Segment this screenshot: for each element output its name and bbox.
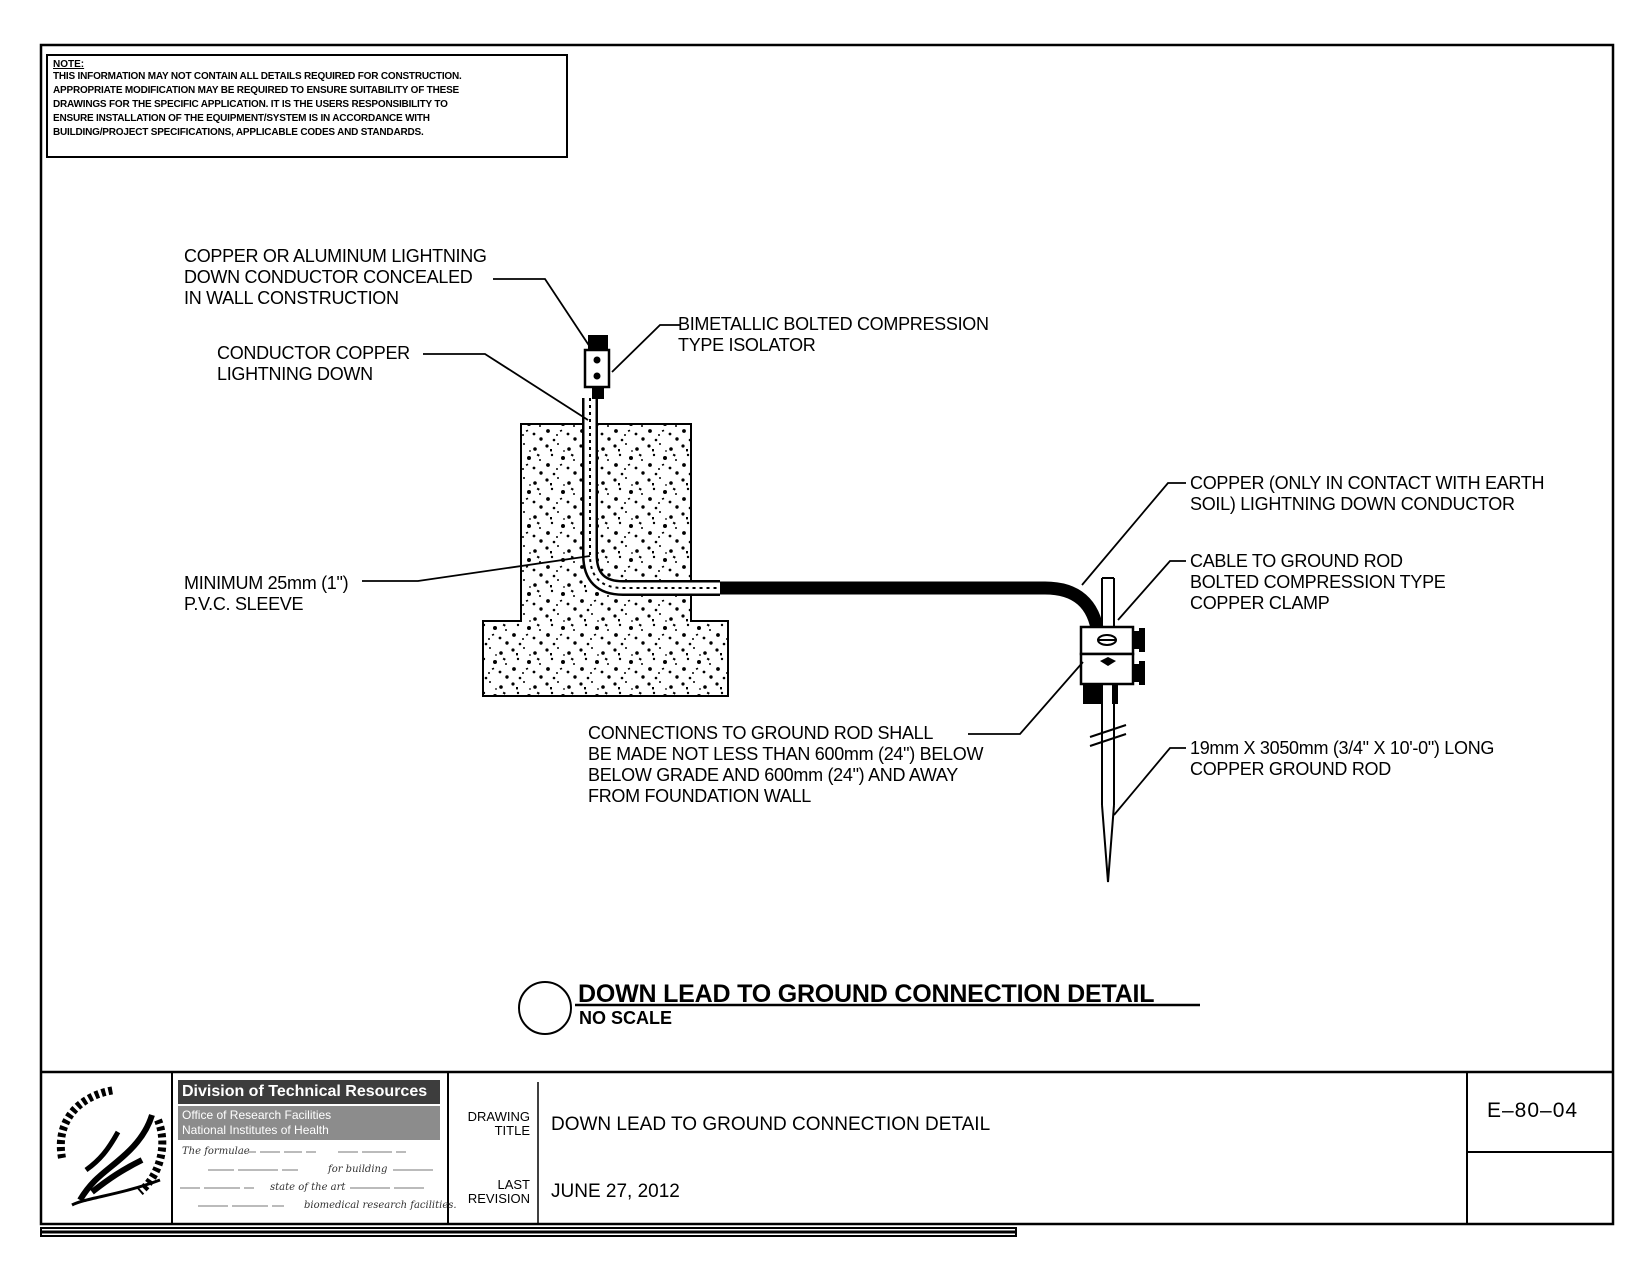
leader-conductor-copper [423, 353, 589, 421]
leader-down-conductor [493, 278, 593, 351]
label-copper-soil: COPPER (ONLY IN CONTACT WITH EARTH SOIL)… [1190, 473, 1545, 514]
note-line: THIS INFORMATION MAY NOT CONTAIN ALL DET… [53, 71, 462, 82]
org-formula-banner: The formulae for building state of the a… [178, 1142, 457, 1222]
note-line: ENSURE INSTALLATION OF THE EQUIPMENT/SYS… [53, 113, 430, 124]
leader-clamp [1117, 560, 1186, 621]
leader-copper-soil [1081, 482, 1186, 586]
hhs-seal-icon [56, 1086, 167, 1207]
org-name: Division of Technical Resources [178, 1080, 440, 1104]
buried-conductor [720, 581, 1105, 636]
label-down-conductor: COPPER OR ALUMINUM LIGHTNING DOWN CONDUC… [184, 246, 487, 308]
leader-isolator [611, 324, 680, 373]
last-revision-label: LAST REVISION [467, 1177, 530, 1206]
label-clamp: CABLE TO GROUND ROD BOLTED COMPRESSION T… [1190, 551, 1446, 613]
drawing-title-label: DRAWING TITLE [467, 1109, 530, 1138]
label-isolator: BIMETALLIC BOLTED COMPRESSION TYPE ISOLA… [678, 314, 989, 355]
label-pvc-sleeve: MINIMUM 25mm (1") P.V.C. SLEEVE [184, 573, 349, 614]
org-subtitle: Office of Research Facilities National I… [178, 1106, 440, 1140]
concrete-foundation [482, 423, 729, 697]
leader-sleeve [362, 555, 591, 582]
leader-connections [968, 661, 1084, 735]
label-conductor-copper: CONDUCTOR COPPER LIGHTNING DOWN [217, 343, 410, 384]
note-line: DRAWINGS FOR THE SPECIFIC APPLICATION. I… [53, 99, 448, 110]
isolator-body [588, 335, 608, 350]
formula-scribbles-icon [180, 1151, 433, 1207]
leader-ground-rod [1113, 747, 1186, 816]
detail-bubble [518, 981, 572, 1035]
drawing-title-value: DOWN LEAD TO GROUND CONNECTION DETAIL [551, 1114, 991, 1135]
detail-title: DOWN LEAD TO GROUND CONNECTION DETAIL [578, 980, 1155, 1008]
ground-rod-clamp [1079, 625, 1145, 704]
note-line: APPROPRIATE MODIFICATION MAY BE REQUIRED… [53, 85, 460, 96]
note-line: BUILDING/PROJECT SPECIFICATIONS, APPLICA… [53, 127, 424, 138]
note-title: NOTE: [53, 59, 85, 70]
last-revision-value: JUNE 27, 2012 [551, 1181, 680, 1202]
label-connections: CONNECTIONS TO GROUND ROD SHALL BE MADE … [588, 723, 984, 806]
construction-note: NOTE: THIS INFORMATION MAY NOT CONTAIN A… [46, 54, 568, 158]
detail-scale: NO SCALE [579, 1008, 673, 1028]
drawing-number: E–80–04 [1487, 1099, 1579, 1122]
label-ground-rod: 19mm X 3050mm (3/4" X 10'-0") LONG COPPE… [1190, 738, 1495, 779]
